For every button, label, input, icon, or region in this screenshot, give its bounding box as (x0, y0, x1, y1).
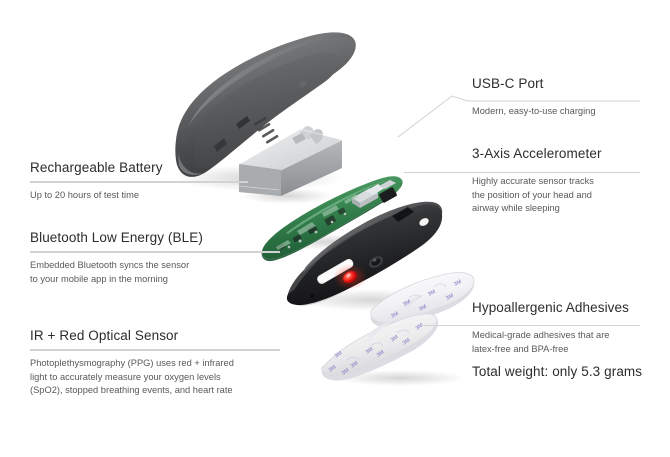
callout-title-bluetooth-low-energy: Bluetooth Low Energy (BLE) (30, 230, 203, 245)
callout-title-rechargeable-battery: Rechargeable Battery (30, 160, 163, 175)
callout-desc-line: the position of your head and (472, 189, 592, 200)
callout-title-hypoallergenic-adhesives: Hypoallergenic Adhesives (472, 300, 629, 315)
svg-text:3M: 3M (453, 279, 463, 288)
leader-line-hypoallergenic-adhesives (424, 325, 640, 326)
callout-desc-usb-c-port: Modern, easy-to-use charging (472, 105, 640, 118)
callout-desc-line: to your mobile app in the morning (30, 273, 168, 284)
callout-bluetooth-low-energy: Bluetooth Low Energy (BLE) Embedded Blue… (30, 230, 280, 286)
callout-ir-red-optical-sensor: IR + Red Optical Sensor Photoplethysmogr… (30, 328, 280, 398)
callout-desc-line: Medical-grade adhesives that are (472, 330, 610, 341)
svg-text:3M: 3M (427, 289, 437, 298)
callout-desc-ir-red-optical-sensor: Photoplethysmography (PPG) uses red + in… (30, 357, 280, 397)
adhesive-print-mark: 3M 3M 3M 3M 3M 3M 3M 3M 3M 3M 3M 3M 3M 3… (328, 279, 463, 377)
svg-text:3M: 3M (350, 360, 360, 369)
callout-desc-hypoallergenic-adhesives: Medical-grade adhesives that are latex-f… (472, 329, 644, 356)
svg-text:3M: 3M (390, 334, 400, 343)
callout-desc-line: latex-free and BPA-free (472, 343, 569, 354)
callout-desc-line: Up to 20 hours of test time (30, 190, 140, 201)
svg-text:3M: 3M (376, 349, 386, 358)
svg-text:3M: 3M (402, 337, 412, 346)
callout-desc-line: airway while sleeping (472, 203, 560, 214)
hypoallergenic-adhesive: 3M 3M 3M 3M 3M 3M 3M 3M 3M 3M 3M 3M 3M 3… (321, 272, 475, 386)
bottom-housing-shell (286, 201, 450, 311)
svg-text:3M: 3M (418, 304, 428, 313)
callout-rule-3-axis-accelerometer (472, 167, 640, 168)
callout-desc-line: Embedded Bluetooth syncs the sensor (30, 260, 190, 271)
battery-module (238, 125, 343, 204)
callout-desc-3-axis-accelerometer: Highly accurate sensor tracks the positi… (472, 175, 640, 215)
callout-title-3-axis-accelerometer: 3-Axis Accelerometer (472, 146, 602, 161)
svg-text:3M: 3M (415, 322, 425, 331)
circuit-board (261, 176, 403, 262)
callout-rule-ir-red-optical-sensor (30, 349, 280, 351)
callout-usb-c-port: USB-C Port Modern, easy-to-use charging (472, 76, 640, 119)
callout-desc-line: Highly accurate sensor tracks (472, 176, 594, 187)
callout-rule-bluetooth-low-energy (30, 251, 280, 253)
callout-desc-line: Modern, easy-to-use charging (472, 106, 596, 117)
svg-text:3M: 3M (328, 364, 338, 373)
svg-text:3M: 3M (365, 346, 375, 355)
callout-3-axis-accelerometer: 3-Axis Accelerometer Highly accurate sen… (472, 146, 640, 216)
total-weight-label: Total weight: only 5.3 grams (472, 364, 643, 379)
callout-rule-hypoallergenic-adhesives (472, 321, 644, 322)
leader-line-rechargeable-battery (30, 182, 248, 183)
callout-title-usb-c-port: USB-C Port (472, 76, 544, 91)
callout-desc-bluetooth-low-energy: Embedded Bluetooth syncs the sensor to y… (30, 259, 280, 286)
leader-line-bluetooth-low-energy (30, 252, 280, 253)
callout-desc-line: (SpO2), stopped breathing events, and he… (30, 385, 233, 396)
leader-line-3-axis-accelerometer (404, 172, 640, 173)
svg-text:3M: 3M (445, 293, 455, 302)
callout-rule-usb-c-port (472, 97, 640, 98)
callout-desc-line: light to accurately measure your oxygen … (30, 371, 221, 382)
callout-title-ir-red-optical-sensor: IR + Red Optical Sensor (30, 328, 179, 343)
callout-rechargeable-battery: Rechargeable Battery Up to 20 hours of t… (30, 160, 248, 203)
svg-text:3M: 3M (402, 299, 412, 308)
callout-rule-rechargeable-battery (30, 181, 248, 183)
svg-text:3M: 3M (341, 367, 351, 376)
callout-desc-rechargeable-battery: Up to 20 hours of test time (30, 189, 248, 202)
svg-text:3M: 3M (334, 350, 344, 359)
red-optical-led (333, 264, 367, 290)
svg-text:3M: 3M (390, 311, 400, 320)
leader-line-ir-red-optical-sensor (30, 350, 280, 351)
callout-desc-line: Photoplethysmography (PPG) uses red + in… (30, 358, 234, 369)
callout-hypoallergenic-adhesives: Hypoallergenic Adhesives Medical-grade a… (472, 300, 644, 356)
